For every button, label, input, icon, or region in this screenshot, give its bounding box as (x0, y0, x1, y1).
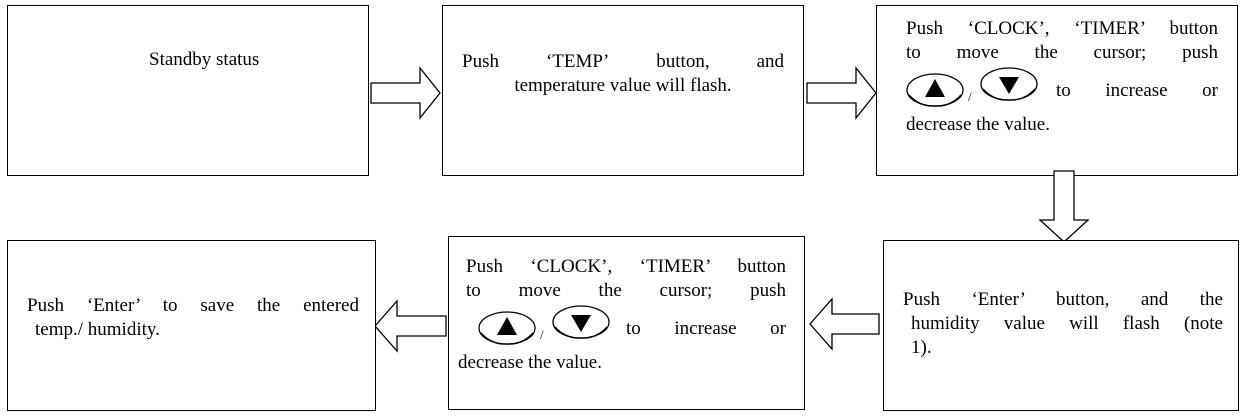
step-adjust-humidity-text: Push ‘CLOCK’, ‘TIMER’ button to move the… (458, 255, 786, 375)
step-adjust-temp-line-1: Push ‘CLOCK’, ‘TIMER’ button (906, 18, 1218, 39)
step-enter-humidity-line-3: 1). (911, 337, 932, 358)
step-temp-box (442, 5, 804, 176)
step-adjust-temp-text: Push ‘CLOCK’, ‘TIMER’ button to move the… (906, 17, 1218, 137)
down-arrow-button-icon (552, 305, 610, 339)
left-arrow-2 (374, 299, 447, 353)
down-arrow-connector (1038, 170, 1090, 243)
step-adjust-temp-increase: to increase or (1056, 80, 1218, 101)
icon-separator: / (968, 89, 972, 104)
step-enter-humidity-line-2: humidity value will flash (note (911, 313, 1223, 334)
right-arrow-2 (806, 66, 877, 120)
up-arrow-button-icon (906, 73, 964, 107)
right-arrow-1 (370, 66, 441, 120)
step-temp-text: Push ‘TEMP’ button, and temperature valu… (462, 50, 784, 98)
step-adjust-humidity-increase: to increase or (626, 318, 786, 339)
step-save-line-1: Push ‘Enter’ to save the entered (27, 295, 359, 316)
step-enter-humidity-text: Push ‘Enter’ button, and the humidity va… (903, 288, 1223, 360)
step-temp-word-temp: ‘TEMP’ (545, 51, 610, 72)
step-save-text: Push ‘Enter’ to save the entered temp./ … (27, 294, 359, 342)
step-temp-word-push: Push (462, 51, 499, 72)
step-enter-humidity-line-1: Push ‘Enter’ button, and the (903, 289, 1223, 310)
up-arrow-button-icon (478, 311, 536, 345)
step-standby-text: Standby status (149, 49, 260, 70)
step-temp-line-2: temperature value will flash. (514, 75, 732, 96)
step-adjust-temp-line-2: to move the cursor; push (906, 42, 1218, 63)
step-save-box (7, 240, 376, 411)
step-enter-humidity-box (883, 240, 1239, 411)
step-adjust-humidity-line-1: Push ‘CLOCK’, ‘TIMER’ button (466, 256, 786, 277)
step-temp-word-and: and (756, 51, 784, 72)
step-adjust-temp-line-4: decrease the value. (906, 114, 1050, 135)
down-arrow-button-icon (980, 67, 1038, 101)
step-save-line-2: temp./ humidity. (35, 319, 160, 340)
step-temp-word-button: button, (656, 51, 710, 72)
left-arrow-1 (809, 297, 880, 351)
step-standby-box (7, 5, 369, 176)
step-adjust-humidity-line-4: decrease the value. (458, 352, 602, 373)
step-adjust-humidity-line-2: to move the cursor; push (466, 280, 786, 301)
icon-separator: / (540, 327, 544, 342)
